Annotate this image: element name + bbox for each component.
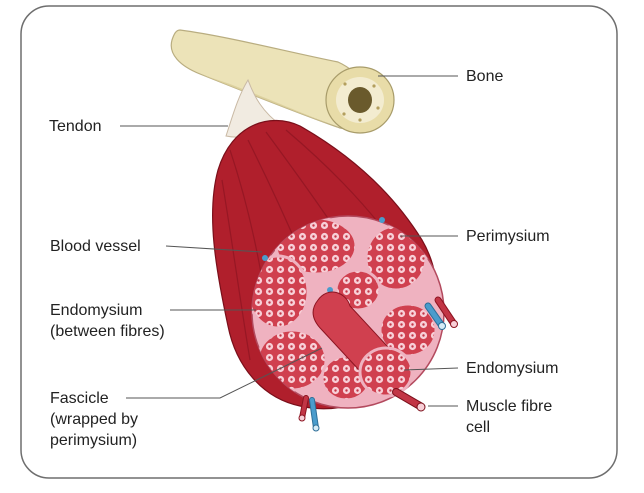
- leader-line-endomysium: [403, 367, 459, 371]
- label-blood-vessel: Blood vessel: [50, 236, 141, 257]
- label-perimysium-line-1: Perimysium: [466, 228, 550, 245]
- label-perimysium: Perimysium: [466, 226, 550, 247]
- bone-icon: [170, 29, 395, 134]
- label-tendon-line-1: Tendon: [49, 118, 102, 135]
- leader-line-fascicle: [126, 347, 323, 399]
- label-muscle-fibre-cell: Muscle fibre cell: [466, 396, 552, 438]
- label-blood-vessel-line-1: Blood vessel: [50, 238, 141, 255]
- blood-vessel-icon: [298, 296, 458, 432]
- label-fascicle: Fascicle (wrapped by perimysium): [50, 388, 138, 451]
- label-bone-line-1: Bone: [466, 68, 504, 85]
- leader-line-blood-vessel: [165, 245, 263, 253]
- label-endomysium-line-1: Endomysium: [466, 360, 559, 377]
- label-endomysium-between-line-1: Endomysium: [50, 302, 143, 319]
- label-bone: Bone: [466, 66, 503, 87]
- label-endomysium: Endomysium: [466, 358, 558, 379]
- muscle-fibre-icon: [392, 388, 426, 412]
- fascicle-icon: [312, 291, 414, 398]
- label-endomysium-between-fibres: Endomysium (between fibres): [50, 300, 165, 342]
- label-fascicle-line-2: (wrapped by: [50, 411, 139, 428]
- label-fascicle-line-3: perimysium): [50, 432, 138, 449]
- label-muscle-fibre-cell-line-1: Muscle fibre: [466, 398, 553, 415]
- label-endomysium-between-line-2: (between fibres): [50, 323, 165, 340]
- label-fascicle-line-1: Fascicle: [50, 390, 109, 407]
- label-muscle-fibre-cell-line-2: cell: [466, 419, 491, 436]
- label-tendon: Tendon: [49, 116, 102, 137]
